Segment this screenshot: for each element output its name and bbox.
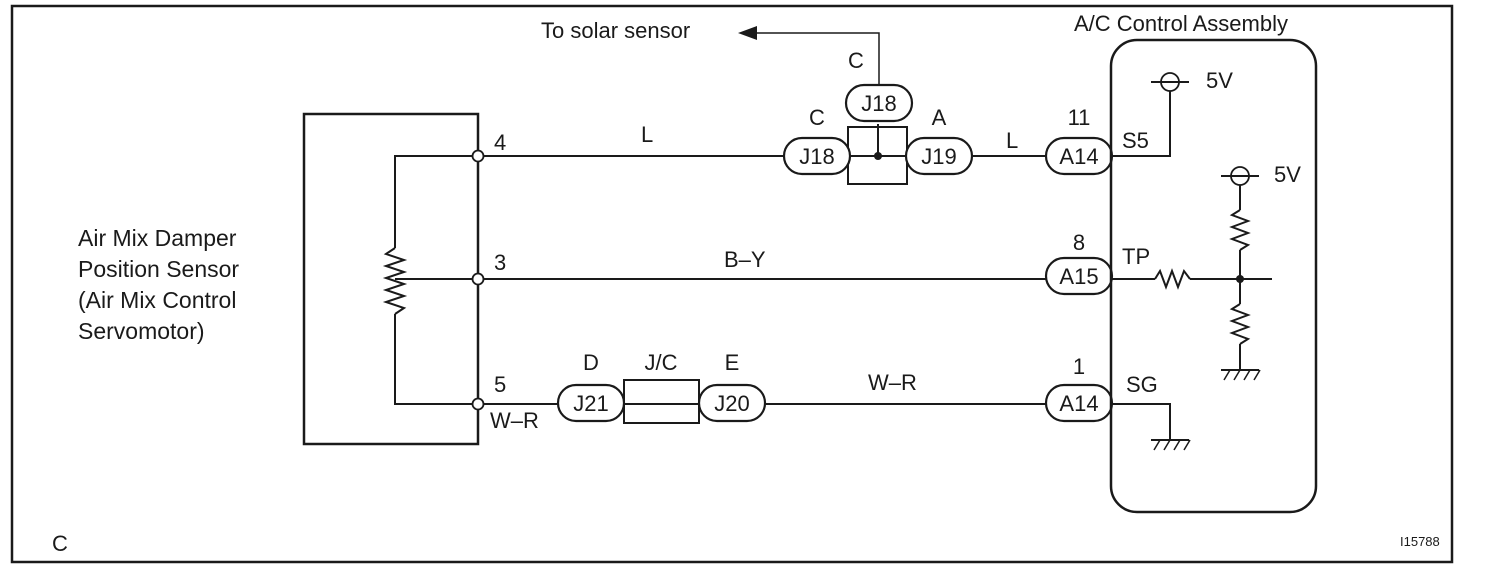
connector-letter-c-left: C <box>809 105 825 130</box>
pin-label-5: 5 <box>494 372 506 397</box>
component-left-line3: (Air Mix Control <box>78 287 236 313</box>
wire-label-by: B–Y <box>724 247 766 272</box>
solar-sensor-note: To solar sensor <box>541 18 690 43</box>
arrow-left-icon <box>738 26 757 40</box>
corner-letter: C <box>52 531 68 556</box>
connector-j18-left <box>782 136 852 176</box>
terminal-sg: SG <box>1126 372 1158 397</box>
connector-a14-bottom-label: A14 <box>1059 391 1098 416</box>
component-left-line4: Servomotor) <box>78 318 205 344</box>
sensor-resistor <box>382 155 478 405</box>
ac-control-assembly-box <box>1109 38 1318 514</box>
junction-dot <box>874 152 882 160</box>
connector-j20-label: J20 <box>714 391 749 416</box>
pin-label-3: 3 <box>494 250 506 275</box>
pin-label-1: 1 <box>1073 354 1085 379</box>
tp-series-resistor <box>1154 268 1191 290</box>
connector-letter-a: A <box>932 105 947 130</box>
component-left-line2: Position Sensor <box>78 256 239 282</box>
connector-letter-d: D <box>583 350 599 375</box>
terminal-tp: TP <box>1122 244 1150 269</box>
pin-node-5 <box>471 397 485 411</box>
connector-j18-top-label: J18 <box>861 91 896 116</box>
figure-id: I15788 <box>1400 534 1440 549</box>
connector-j19-label: J19 <box>921 144 956 169</box>
pin-label-11: 11 <box>1068 105 1091 130</box>
voltage-label-5v-2: 5V <box>1274 162 1301 187</box>
jc-block <box>623 379 700 424</box>
diagram-frame <box>10 4 1454 564</box>
terminal-s5: S5 <box>1122 128 1149 153</box>
connector-letter-c-top: C <box>848 48 864 73</box>
wire-to-solar-sensor <box>754 32 880 85</box>
ground-sg-icon <box>1151 439 1191 451</box>
connector-j21 <box>556 383 626 423</box>
pullup-resistor <box>1229 209 1251 251</box>
connector-a15-label: A15 <box>1059 264 1098 289</box>
ground-divider-icon <box>1221 369 1261 381</box>
wire-label-l-left: L <box>641 122 653 147</box>
connector-j21-label: J21 <box>573 391 608 416</box>
ac-control-assembly-title: A/C Control Assembly <box>1074 11 1288 36</box>
component-left-line1: Air Mix Damper <box>78 225 237 251</box>
wire-s5-5v <box>1111 82 1171 157</box>
voltage-label-5v-1: 5V <box>1206 68 1233 93</box>
connector-letter-e: E <box>725 350 740 375</box>
pin-label-4: 4 <box>494 130 506 155</box>
pin-node-4 <box>471 149 485 163</box>
wire-label-l-right: L <box>1006 128 1018 153</box>
wire-label-wr-pin5: W–R <box>490 408 539 433</box>
pin-label-8: 8 <box>1073 230 1085 255</box>
pin-node-3 <box>471 272 485 286</box>
jc-label: J/C <box>645 350 678 375</box>
connector-j18-left-label: J18 <box>799 144 834 169</box>
wire-sg-ground <box>1111 403 1171 440</box>
connector-a14-top-label: A14 <box>1059 144 1098 169</box>
pulldown-resistor <box>1229 303 1251 345</box>
wire-label-wr-mid: W–R <box>868 370 917 395</box>
